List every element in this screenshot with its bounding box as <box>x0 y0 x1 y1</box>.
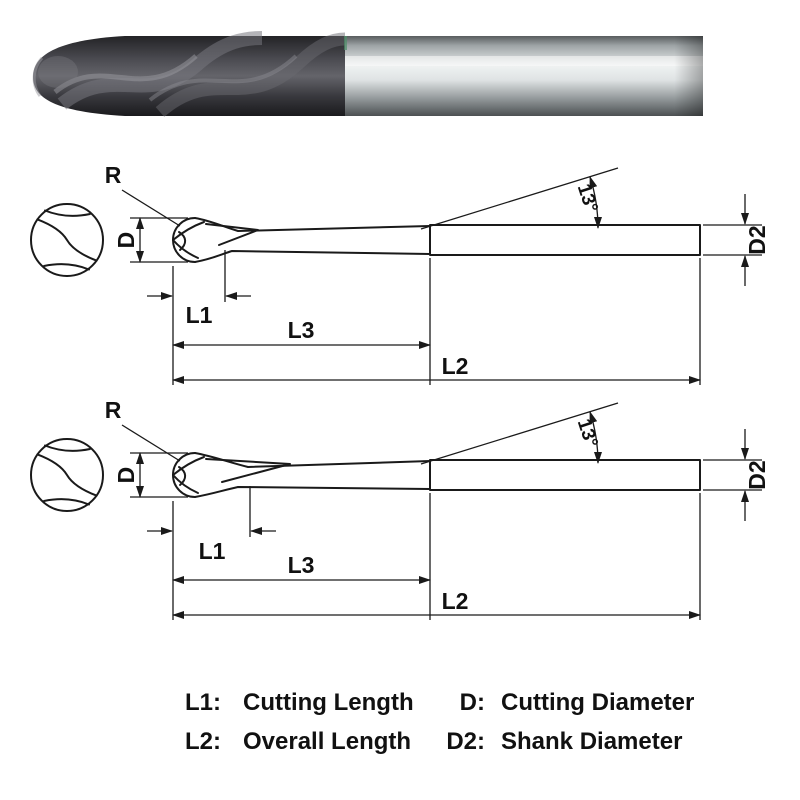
dim-neck-length: L3 <box>172 258 431 385</box>
end-view <box>30 438 104 512</box>
legend-key-d: D: <box>459 689 485 716</box>
dim-neck-angle: 13° <box>420 167 619 230</box>
shank-outline <box>429 459 701 491</box>
flute-streak <box>53 54 198 94</box>
flute-edge <box>44 209 91 217</box>
l3-label: L3 <box>288 317 315 343</box>
flute-curve <box>36 218 98 262</box>
l1-label: L1 <box>186 302 213 328</box>
dim-cutting-diameter: D <box>113 217 188 263</box>
ball-edge-line <box>172 239 199 259</box>
l2-label: L2 <box>442 588 469 614</box>
dim-cutting-length: L1 <box>147 250 251 385</box>
legend: L1: Cutting Length D: Cutting Diameter L… <box>185 688 694 757</box>
flute-curve <box>36 453 98 497</box>
radius-label: R <box>105 397 122 423</box>
angle-arc <box>589 176 602 229</box>
ball-edge-line <box>172 221 205 241</box>
angle-arc <box>589 411 602 464</box>
legend-key-l1: L1: <box>185 689 221 716</box>
leader-line <box>121 424 181 462</box>
radius-label: R <box>105 162 122 188</box>
flute-runout <box>205 458 291 483</box>
flute-edge <box>43 263 90 271</box>
dim-shank-diameter: D2 <box>703 429 770 521</box>
flute-streak <box>148 54 298 102</box>
ball-edge-line <box>172 456 205 476</box>
dim-neck-length: L3 <box>172 493 431 620</box>
legend-value-l1: Cutting Length <box>243 689 414 716</box>
flute-edge <box>43 498 90 506</box>
neck-top-line <box>194 217 431 232</box>
flute-streak <box>57 31 263 110</box>
flute-streak <box>155 32 346 117</box>
legend-value-d2: Shank Diameter <box>501 728 683 755</box>
l1-label: L1 <box>199 538 226 564</box>
diameter-label: D <box>113 467 139 484</box>
legend-key-l2: L2: <box>185 728 221 755</box>
leader-line <box>121 189 181 227</box>
end-view-circle <box>30 438 104 512</box>
product-photo <box>32 31 703 117</box>
dim-overall-length: L2 <box>172 258 701 385</box>
ball-gash <box>178 466 187 486</box>
side-view <box>172 452 701 498</box>
neck-bottom-line <box>194 250 431 263</box>
coating-edge <box>344 36 347 50</box>
shank-end-shade <box>345 36 703 116</box>
dim-radius: R <box>105 162 181 227</box>
ball-edge-line <box>172 474 199 494</box>
ball-gash <box>178 231 187 251</box>
dim-shank-diameter: D2 <box>703 194 770 286</box>
d2-label: D2 <box>744 460 770 489</box>
legend-value-l2: Overall Length <box>243 728 412 755</box>
flute-runout <box>205 223 259 246</box>
ball-highlight <box>32 56 44 97</box>
legend-key-d2: D2: <box>446 728 485 755</box>
dim-overall-length: L2 <box>172 493 701 620</box>
shank-outline <box>429 224 701 256</box>
legend-value-d: Cutting Diameter <box>501 689 695 716</box>
drawing-top: R D 13° L1 L3 L2 <box>30 162 770 385</box>
l2-label: L2 <box>442 353 469 379</box>
l3-label: L3 <box>288 552 315 578</box>
angle-construction-line <box>420 402 619 465</box>
drawing-bottom: R D 13° L1 L3 L2 <box>30 397 770 620</box>
neck-bottom-line <box>194 486 431 498</box>
flute-edge <box>44 444 91 452</box>
dim-cutting-length: L1 <box>147 486 276 620</box>
diameter-label: D <box>113 232 139 249</box>
ball-sheen <box>38 56 78 88</box>
end-view <box>30 203 104 277</box>
end-view-circle <box>30 203 104 277</box>
dim-radius: R <box>105 397 181 462</box>
dim-cutting-diameter: D <box>113 452 188 498</box>
d2-label: D2 <box>744 225 770 254</box>
dim-neck-angle: 13° <box>420 402 619 465</box>
angle-construction-line <box>420 167 619 230</box>
side-view <box>172 217 701 263</box>
